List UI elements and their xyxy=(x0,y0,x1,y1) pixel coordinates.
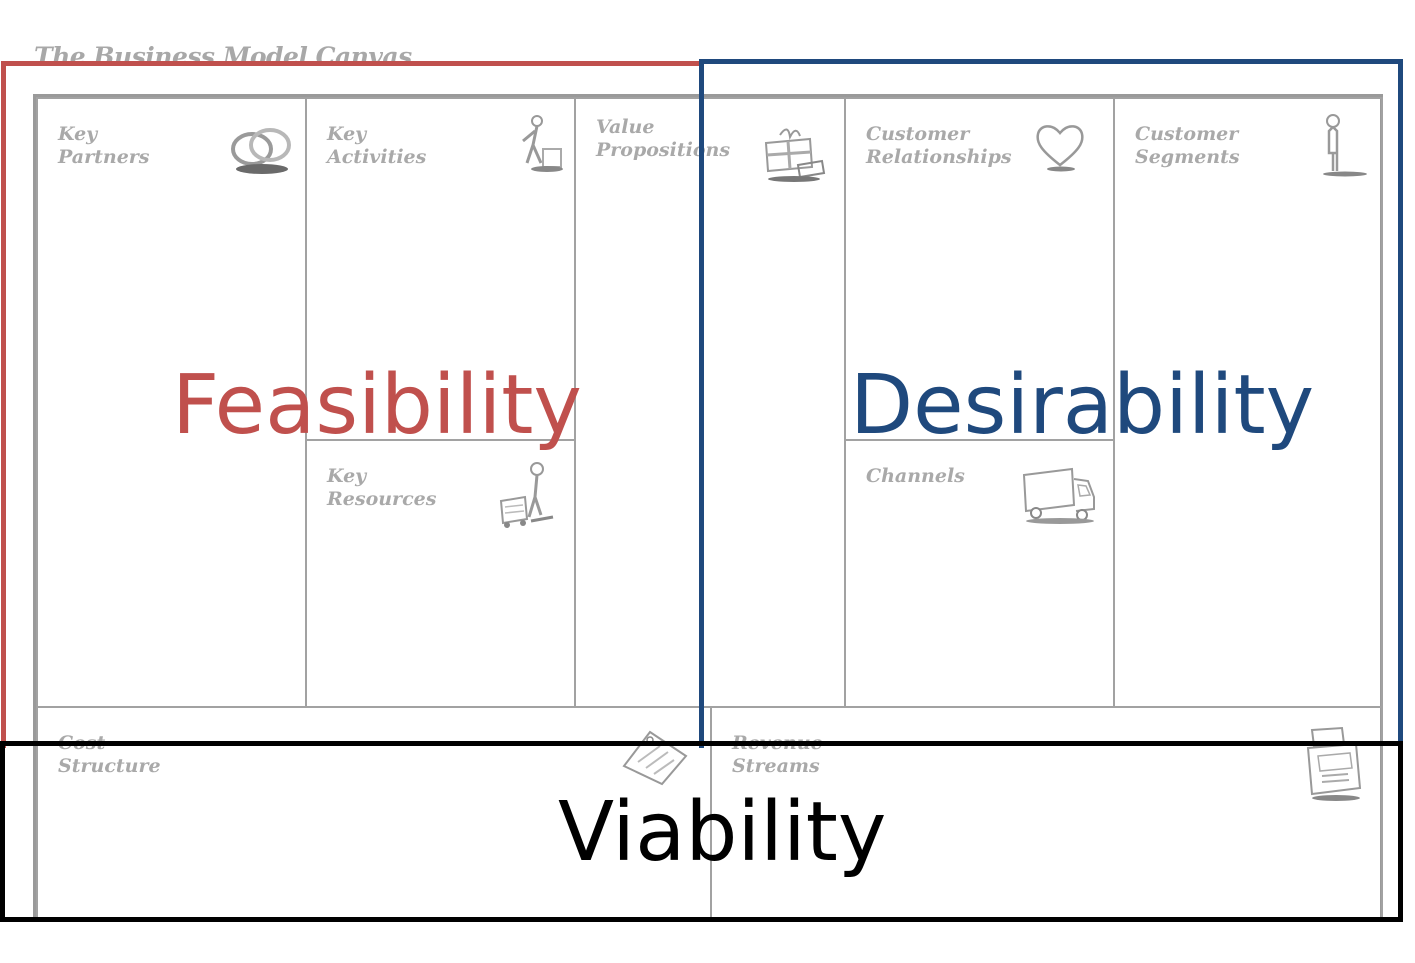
heart-icon xyxy=(1034,121,1086,173)
block-label-key-resources: Key Resources xyxy=(327,465,437,510)
block-label-customer-segments: Customer Segments xyxy=(1135,123,1240,168)
block-label-key-partners: Key Partners xyxy=(58,123,150,168)
viability-label: Viability xyxy=(558,785,887,880)
canvas-title: The Business Model Canvas xyxy=(34,42,412,71)
block-label-value-propositions: Value Propositions xyxy=(596,116,731,161)
block-label-customer-relationships: Customer Relationships xyxy=(866,123,1012,168)
block-label-key-activities: Key Activities xyxy=(327,123,427,168)
gift-icon xyxy=(760,121,828,183)
linked-rings-icon xyxy=(226,121,296,177)
worker-icon xyxy=(507,113,567,173)
feasibility-label: Feasibility xyxy=(172,358,582,453)
viability-region xyxy=(0,741,1403,922)
person-icon xyxy=(1315,113,1371,179)
truck-icon xyxy=(1020,465,1098,527)
block-label-channels: Channels xyxy=(866,465,965,487)
desirability-region xyxy=(699,59,1403,748)
block-customer-segments: Customer Segments xyxy=(1113,97,1383,708)
worker-with-cart-icon xyxy=(495,461,559,533)
desirability-label: Desirability xyxy=(850,358,1315,453)
